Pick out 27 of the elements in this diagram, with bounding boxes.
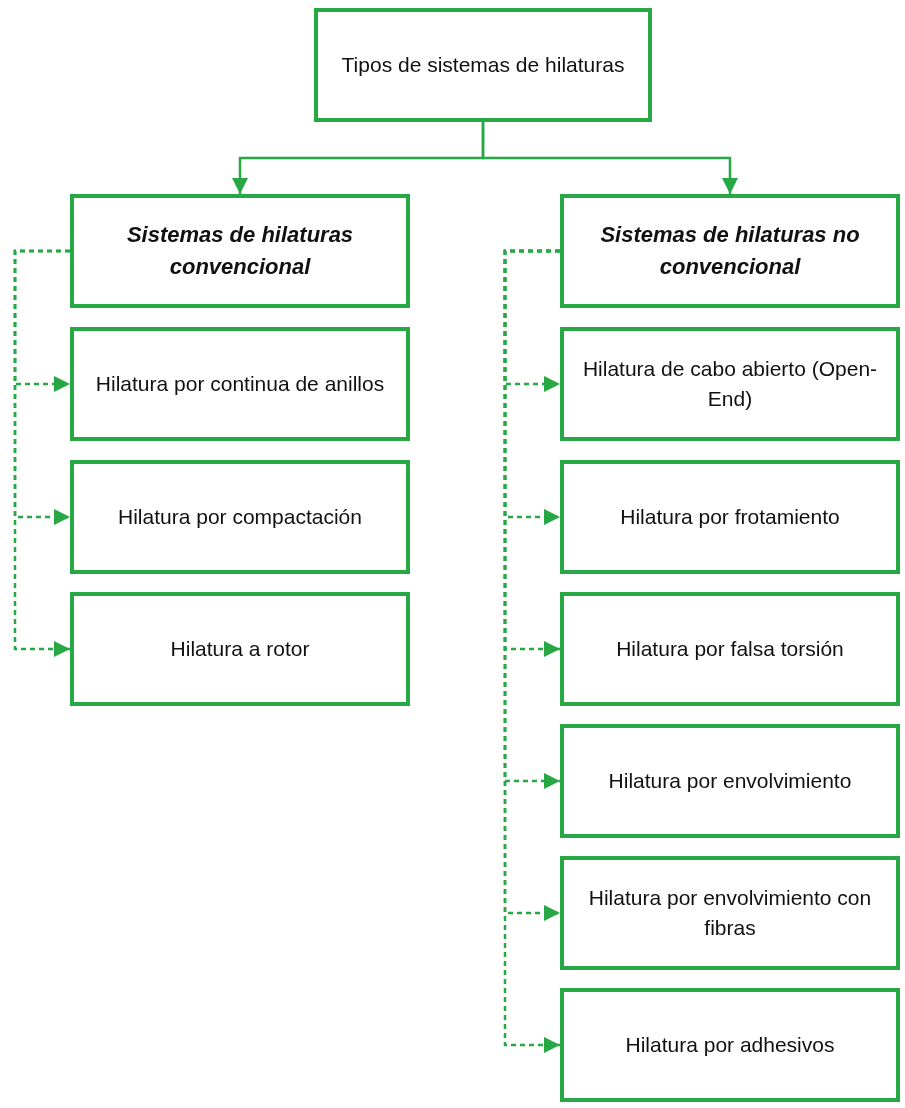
process-box (560, 460, 900, 574)
box-label: Hilatura por envolvimiento con fibras (587, 884, 873, 941)
process-box (560, 856, 900, 970)
process-box (560, 988, 900, 1102)
connector-arrow (13, 249, 70, 657)
box-label: Hilatura por continua de anillos (95, 370, 385, 397)
box-label: Hilatura por falsa torsión (616, 635, 844, 662)
box-label: Hilatura de cabo abierto (Open-End) (581, 355, 879, 412)
category-box (560, 194, 900, 308)
process-box (560, 724, 900, 838)
box-label: Hilatura por compactación (118, 503, 362, 530)
category-box (70, 194, 410, 308)
process-box (70, 592, 410, 706)
box-label: Sistemas de hilaturas convencional (125, 221, 355, 281)
box-label: Hilatura por frotamiento (620, 503, 840, 530)
process-box (70, 327, 410, 441)
process-box (560, 592, 900, 706)
process-box (314, 8, 652, 122)
box-label: Hilatura a rotor (170, 635, 310, 662)
box-label: Sistemas de hilaturas no convencional (599, 221, 861, 281)
connector-arrow (503, 249, 560, 1053)
box-label: Tipos de sistemas de hilaturas (341, 51, 625, 78)
process-box (560, 327, 900, 441)
process-box (70, 460, 410, 574)
box-label: Hilatura por adhesivos (625, 1031, 835, 1058)
connector-arrow (481, 122, 738, 194)
box-label: Hilatura por envolvimiento (608, 767, 852, 794)
